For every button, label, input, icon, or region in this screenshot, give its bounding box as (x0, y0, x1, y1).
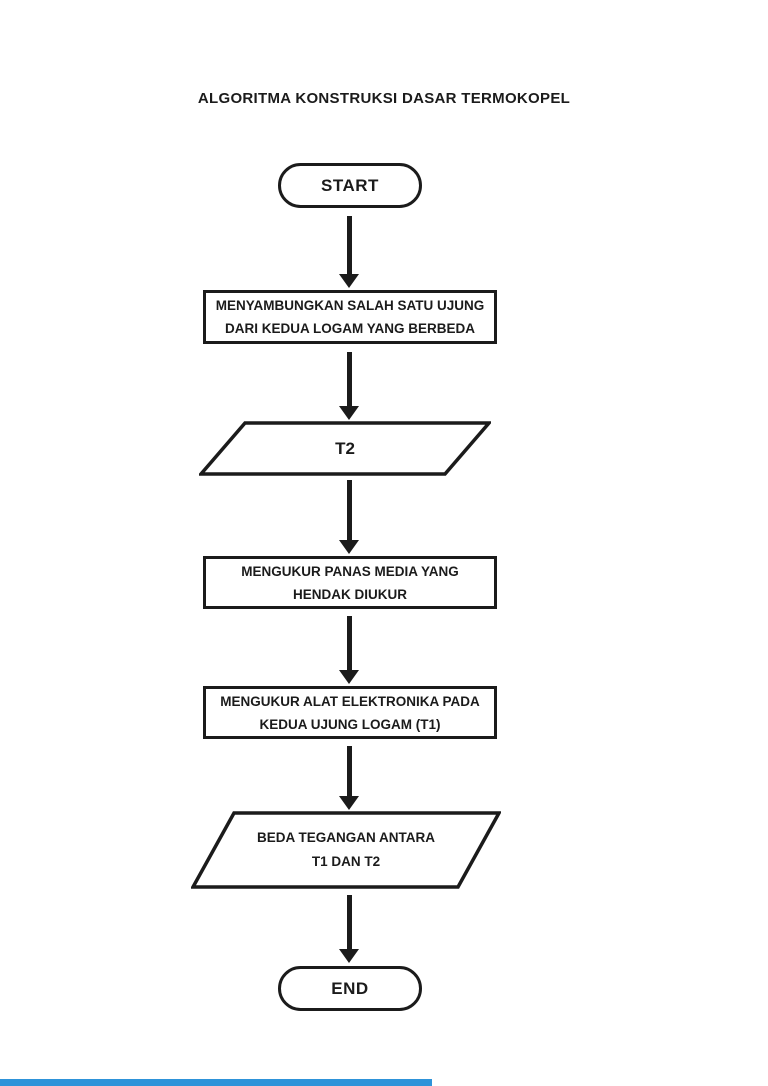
arrow-stem (346, 352, 352, 406)
flowchart-node-process-1: MENYAMBUNGKAN SALAH SATU UJUNG DARI KEDU… (203, 290, 497, 344)
flow-arrow-6 (339, 895, 359, 963)
arrow-stem (346, 616, 352, 670)
arrow-stem (346, 746, 352, 796)
flowchart-node-start: START (278, 163, 422, 208)
io-t2-label: T2 (335, 438, 355, 458)
arrow-head-icon (339, 949, 359, 963)
flow-arrow-3 (339, 480, 359, 554)
arrow-head-icon (339, 796, 359, 810)
flowchart-node-io-t2: T2 (199, 421, 491, 476)
process-2-line-2: HENDAK DIUKUR (293, 586, 407, 602)
parallelogram-shape (199, 421, 491, 476)
process-3-line-2: KEDUA UJUNG LOGAM (T1) (259, 716, 441, 732)
io-output-line-1: BEDA TEGANGAN ANTARA (257, 830, 435, 845)
flowchart-node-io-output: BEDA TEGANGAN ANTARA T1 DAN T2 (191, 811, 501, 889)
end-label: END (331, 978, 369, 998)
process-2-line-1: MENGUKUR PANAS MEDIA YANG (241, 563, 459, 579)
player-progress-fill (0, 1079, 432, 1086)
arrow-head-icon (339, 406, 359, 420)
arrow-head-icon (339, 670, 359, 684)
flowchart-node-process-2: MENGUKUR PANAS MEDIA YANG HENDAK DIUKUR (203, 556, 497, 609)
arrow-head-icon (339, 274, 359, 288)
flow-arrow-4 (339, 616, 359, 684)
flow-arrow-1 (339, 216, 359, 288)
parallelogram-shape (191, 811, 501, 889)
flowchart-node-process-3: MENGUKUR ALAT ELEKTRONIKA PADA KEDUA UJU… (203, 686, 497, 739)
process-3-line-1: MENGUKUR ALAT ELEKTRONIKA PADA (220, 693, 480, 709)
page-title: ALGORITMA KONSTRUKSI DASAR TERMOKOPEL (197, 90, 571, 107)
process-1-line-1: MENYAMBUNGKAN SALAH SATU UJUNG (215, 298, 485, 313)
flow-arrow-2 (339, 352, 359, 420)
flow-arrow-5 (339, 746, 359, 810)
arrow-stem (346, 480, 352, 540)
player-progress-bar[interactable] (0, 1079, 768, 1086)
io-output-line-2: T1 DAN T2 (311, 854, 381, 869)
arrow-head-icon (339, 540, 359, 554)
arrow-stem (346, 895, 352, 949)
process-1-line-2: DARI KEDUA LOGAM YANG BERBEDA (224, 321, 476, 336)
arrow-stem (346, 216, 352, 274)
flowchart-node-end: END (278, 966, 422, 1011)
start-label: START (321, 175, 379, 195)
